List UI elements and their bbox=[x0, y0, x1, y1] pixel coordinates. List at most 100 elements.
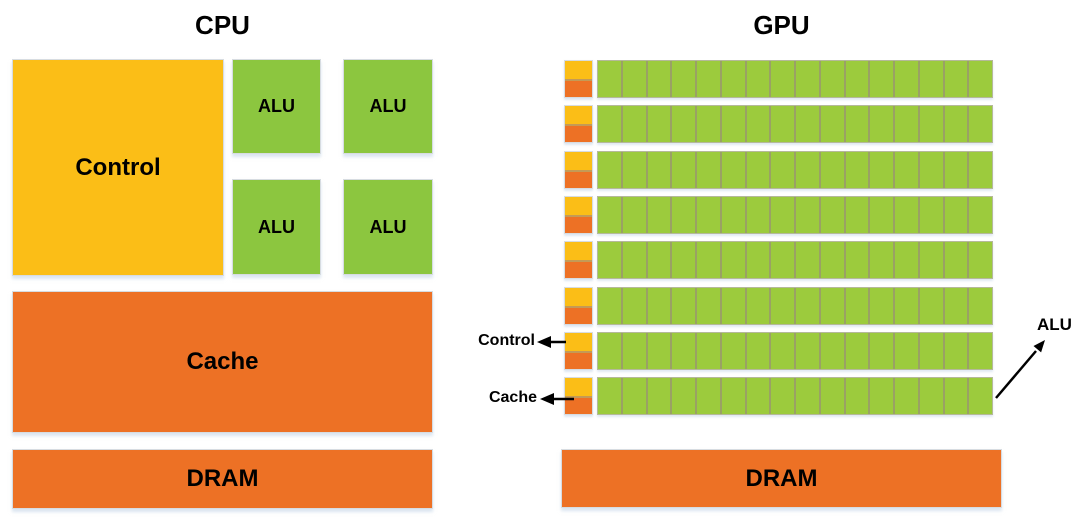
gpu-alu-cell bbox=[895, 378, 920, 414]
gpu-alu-cell bbox=[969, 378, 992, 414]
gpu-alu-strip bbox=[597, 287, 993, 325]
cpu-alu-block: ALU bbox=[232, 179, 321, 275]
cpu-alu-block: ALU bbox=[343, 59, 433, 154]
gpu-alu-cell bbox=[598, 378, 623, 414]
gpu-alu-cell bbox=[944, 197, 970, 233]
gpu-alu-cell bbox=[721, 378, 747, 414]
gpu-alu-cell bbox=[672, 152, 697, 188]
gpu-row bbox=[564, 377, 993, 415]
control-arrow bbox=[537, 336, 566, 348]
gpu-alu-cell bbox=[721, 288, 747, 324]
gpu-row-control-cell bbox=[565, 61, 592, 79]
gpu-row-control-cache-block bbox=[564, 332, 593, 370]
gpu-row-control-cell bbox=[565, 242, 592, 260]
gpu-alu-callout-label: ALU bbox=[1037, 315, 1072, 334]
gpu-alu-cell bbox=[721, 152, 747, 188]
gpu-row-control-cache-block bbox=[564, 241, 593, 279]
gpu-row-cache-cell bbox=[565, 262, 592, 278]
gpu-row-control-cell bbox=[565, 197, 592, 215]
cpu-title: CPU bbox=[195, 10, 250, 40]
gpu-alu-cell bbox=[820, 61, 846, 97]
alu-arrow bbox=[995, 340, 1045, 399]
gpu-alu-cell bbox=[598, 288, 623, 324]
gpu-alu-cell bbox=[969, 333, 992, 369]
gpu-alu-cell bbox=[796, 106, 821, 142]
gpu-dram-label: DRAM bbox=[745, 464, 818, 492]
gpu-row-divider bbox=[565, 306, 592, 308]
gpu-alu-cell bbox=[647, 106, 673, 142]
gpu-alu-cell bbox=[771, 106, 796, 142]
gpu-alu-strip bbox=[597, 105, 993, 143]
gpu-alu-cell bbox=[647, 197, 673, 233]
gpu-row-divider bbox=[565, 260, 592, 262]
gpu-alu-cell bbox=[598, 197, 623, 233]
gpu-row-control-cache-block bbox=[564, 196, 593, 234]
gpu-alu-cell bbox=[845, 61, 871, 97]
gpu-row bbox=[564, 241, 993, 279]
gpu-alu-cell bbox=[697, 152, 722, 188]
gpu-alu-cell bbox=[919, 106, 945, 142]
gpu-alu-strip bbox=[597, 60, 993, 98]
gpu-alu-strip bbox=[597, 332, 993, 370]
gpu-row-control-cache-block bbox=[564, 287, 593, 325]
gpu-alu-cell bbox=[919, 378, 945, 414]
gpu-row-control-cache-block bbox=[564, 151, 593, 189]
gpu-alu-cell bbox=[845, 378, 871, 414]
gpu-alu-cell bbox=[598, 61, 623, 97]
gpu-alu-cell bbox=[944, 333, 970, 369]
gpu-alu-cell bbox=[622, 242, 648, 278]
gpu-row-cache-cell bbox=[565, 353, 592, 369]
gpu-alu-cell bbox=[721, 197, 747, 233]
gpu-alu-cell bbox=[944, 152, 970, 188]
gpu-alu-cell bbox=[697, 378, 722, 414]
gpu-alu-cell bbox=[969, 61, 992, 97]
gpu-alu-cell bbox=[870, 61, 895, 97]
gpu-alu-cell bbox=[697, 333, 722, 369]
gpu-alu-cell bbox=[870, 106, 895, 142]
gpu-alu-cell bbox=[919, 288, 945, 324]
gpu-alu-cell bbox=[969, 242, 992, 278]
gpu-row bbox=[564, 105, 993, 143]
gpu-alu-cell bbox=[771, 242, 796, 278]
gpu-row-control-cell bbox=[565, 378, 592, 396]
cpu-control-label: Control bbox=[75, 153, 161, 181]
gpu-alu-cell bbox=[919, 333, 945, 369]
gpu-alu-cell bbox=[697, 61, 722, 97]
gpu-alu-cell bbox=[919, 242, 945, 278]
gpu-alu-cell bbox=[598, 242, 623, 278]
gpu-alu-cell bbox=[969, 106, 992, 142]
gpu-alu-cell bbox=[647, 378, 673, 414]
gpu-alu-cell bbox=[622, 106, 648, 142]
gpu-alu-cell bbox=[697, 288, 722, 324]
gpu-row-divider bbox=[565, 215, 592, 217]
gpu-alu-cell bbox=[845, 288, 871, 324]
gpu-alu-cell bbox=[746, 378, 772, 414]
gpu-alu-cell bbox=[672, 106, 697, 142]
gpu-row-divider bbox=[565, 351, 592, 353]
gpu-alu-cell bbox=[845, 333, 871, 369]
gpu-alu-cell bbox=[944, 288, 970, 324]
gpu-cache-callout-label: Cache bbox=[488, 389, 537, 406]
gpu-alu-cell bbox=[895, 288, 920, 324]
gpu-alu-cell bbox=[697, 197, 722, 233]
gpu-alu-cell bbox=[746, 288, 772, 324]
gpu-alu-cell bbox=[895, 152, 920, 188]
gpu-alu-cell bbox=[771, 152, 796, 188]
gpu-alu-cell bbox=[870, 288, 895, 324]
gpu-alu-cell bbox=[895, 333, 920, 369]
cpu-cache-label: Cache bbox=[186, 348, 259, 375]
gpu-alu-cell bbox=[845, 242, 871, 278]
gpu-alu-cell bbox=[944, 61, 970, 97]
gpu-row-control-cache-block bbox=[564, 60, 593, 98]
gpu-alu-cell bbox=[796, 197, 821, 233]
gpu-alu-cell bbox=[672, 61, 697, 97]
gpu-alu-cell bbox=[919, 152, 945, 188]
cpu-dram-label: DRAM bbox=[186, 465, 259, 492]
gpu-alu-cell bbox=[820, 197, 846, 233]
gpu-alu-cell bbox=[820, 242, 846, 278]
gpu-alu-cell bbox=[598, 333, 623, 369]
gpu-row bbox=[564, 60, 993, 98]
cpu-alu-block-label: ALU bbox=[369, 96, 407, 116]
gpu-alu-cell bbox=[796, 242, 821, 278]
